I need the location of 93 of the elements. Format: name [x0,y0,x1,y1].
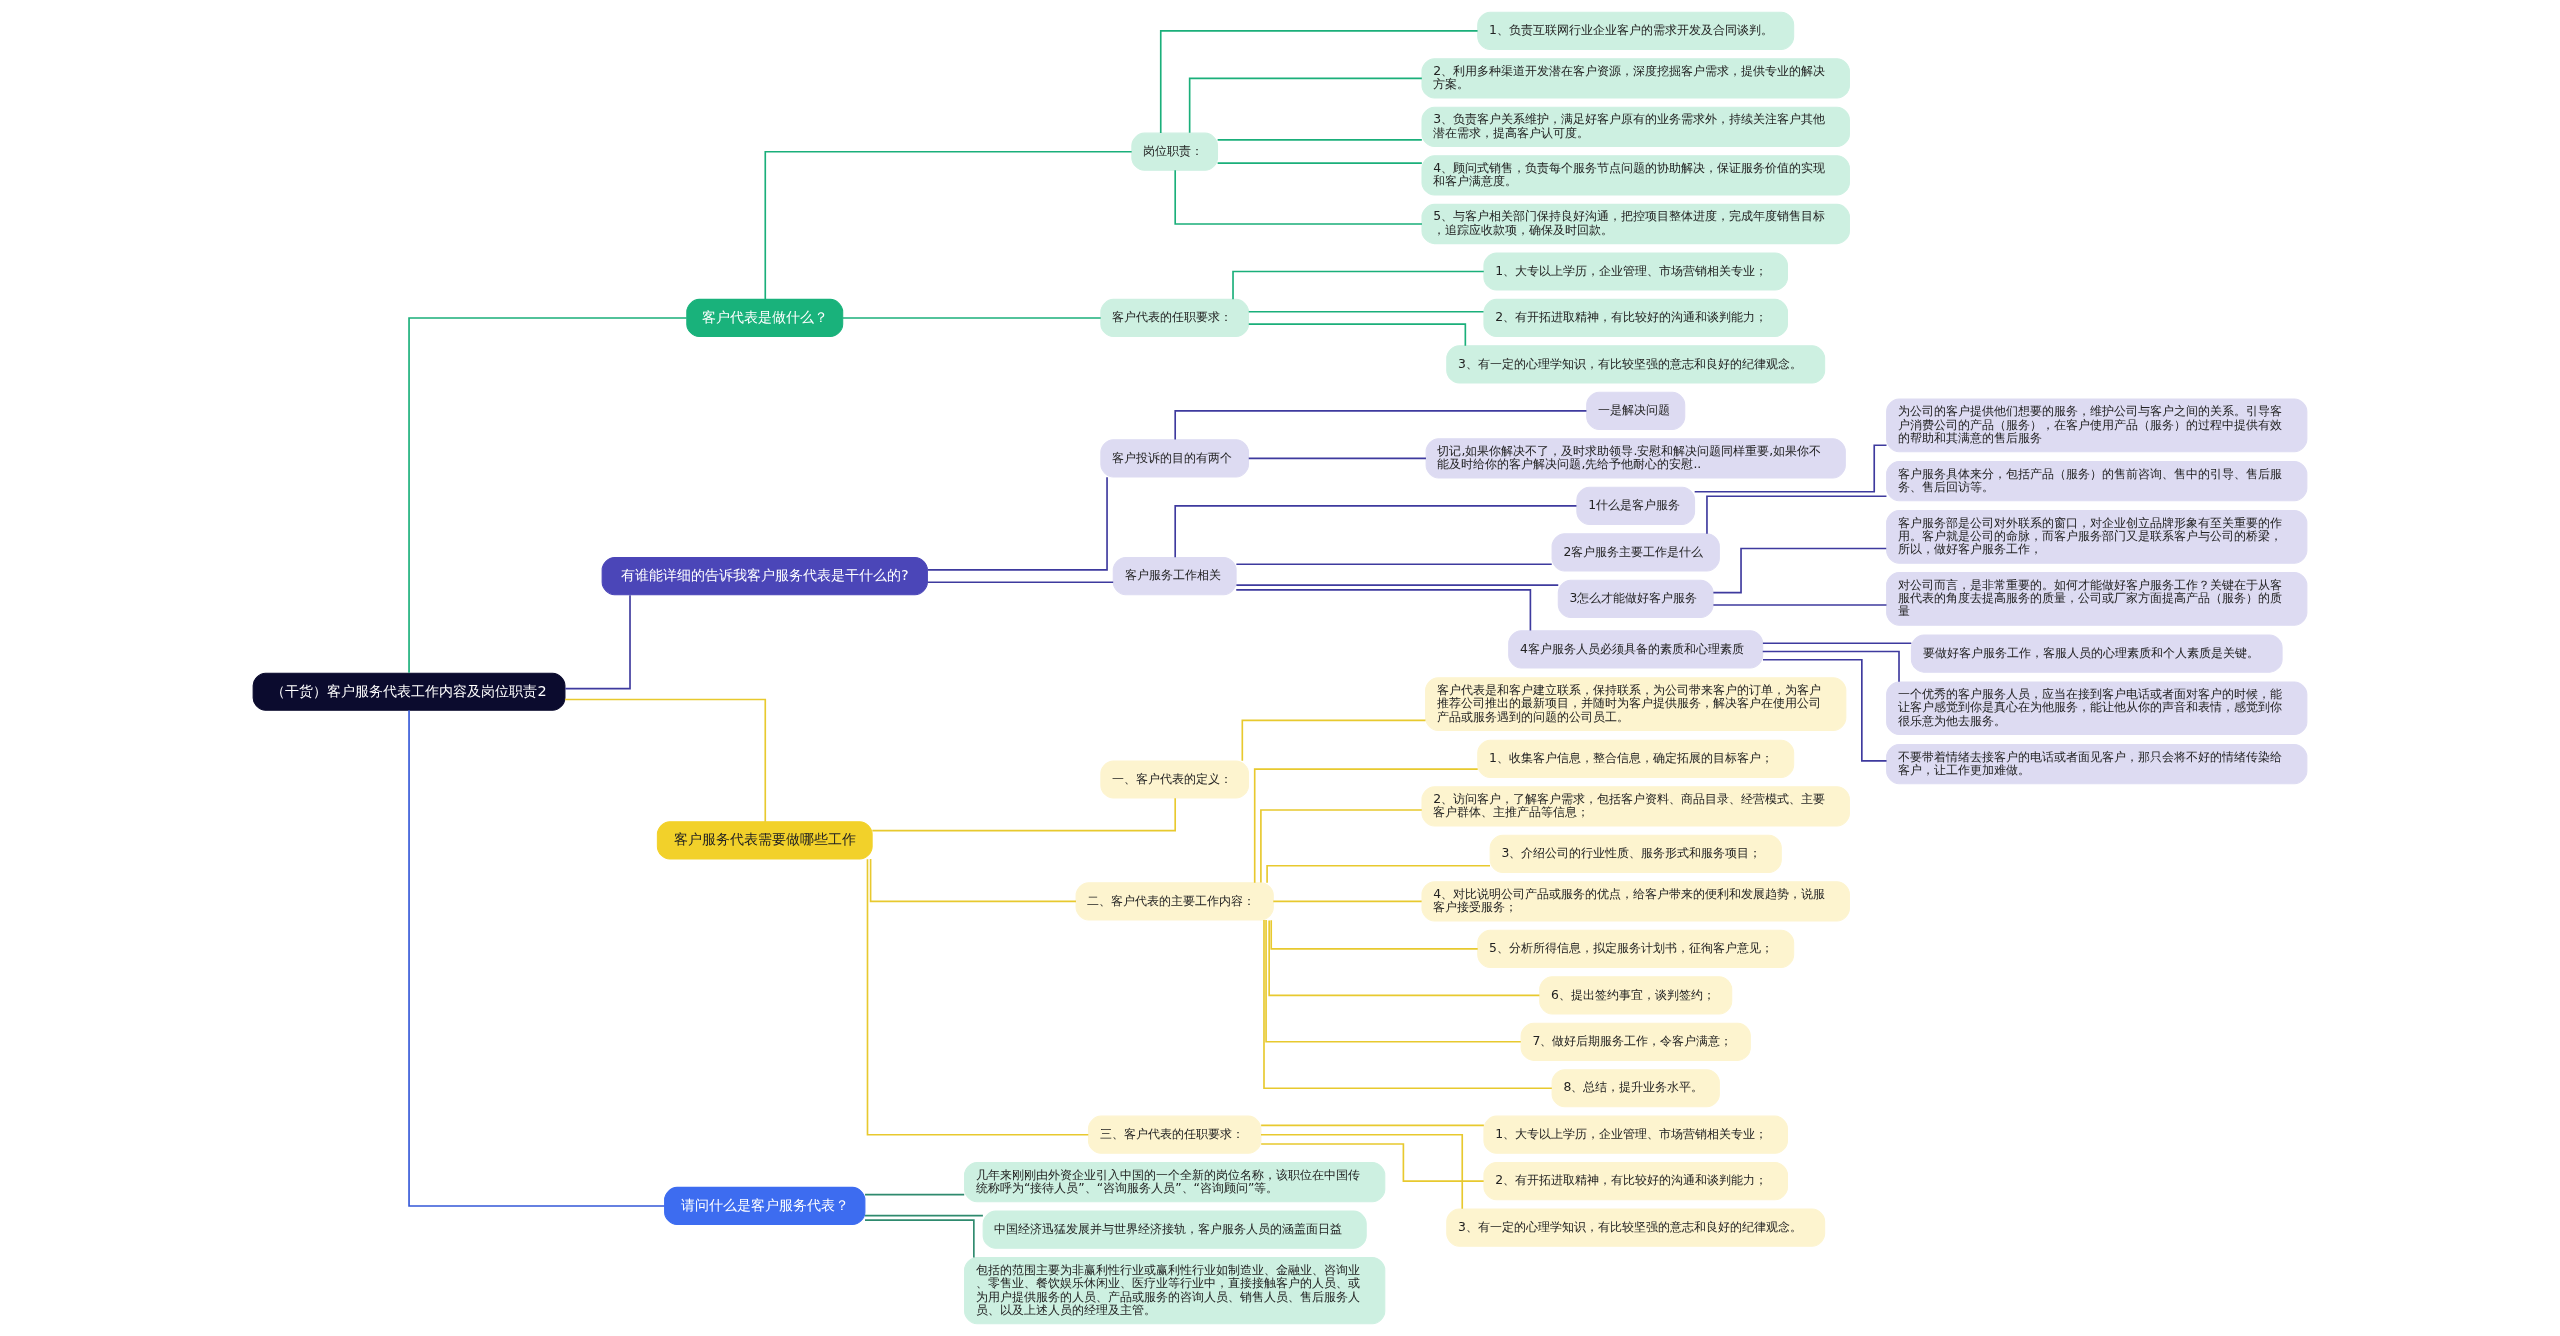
connector [1232,270,1485,301]
connector [1247,323,1467,347]
connector [1216,139,1423,141]
connector [1266,864,1491,884]
connector [1235,563,1553,566]
node-box: 3、有一定的心理学知识，有比较坚强的意志和良好的纪律观念。 [1446,345,1826,384]
connector [864,1193,966,1196]
connector [1260,1143,1485,1182]
connector [1174,505,1578,559]
node-box: 客户代表的任职要求： [1100,298,1250,338]
connector [1272,900,1423,903]
connector [1247,457,1427,460]
node-box: 客户投诉的目的有两个 [1100,439,1250,478]
node-box: 3、有一定的心理学知识，有比较坚强的意志和良好的纪律观念。 [1446,1208,1826,1247]
node-box: 对公司而言，是非常重要的。如何才能做好客户服务工作？关键在于从客服代表的角度去提高服务的质量，公司或厂家方面提高产品（服务）的质量 [1886,571,2308,626]
node-box: 请问什么是客户服务代表？ [664,1186,866,1226]
node-box: 客户服务代表需要做哪些工作 [656,821,873,860]
connector [1268,919,1541,997]
connector [764,150,1133,301]
connector [926,581,1114,584]
node-box: 岗位职责： [1131,132,1219,171]
connector [1174,169,1423,225]
connector [408,709,666,1207]
node-box: 2、访问客户，了解客户需求，包括客户资料、商品目录、经营模式、主要客户群体、主推产品等信息； [1421,786,1850,827]
connector [842,317,1102,319]
node-box: 3怎么才能做好客户服务 [1557,579,1714,618]
node-box: 8、总结，提升业务水平。 [1551,1069,1720,1108]
connector [564,698,767,823]
node-box: 6、提出签约事宜，谈判签约； [1539,976,1733,1015]
node-box: 2、有开拓进取精神，有比较好的沟通和谈判能力； [1483,1162,1788,1201]
node-box: 一个优秀的客户服务人员，应当在接到客户电话或者面对客户的时候，能让客户感觉到你是真心在为他服务，能让他从你的声音和表情，感觉到你很乐意为他去服务。 [1886,681,2308,736]
node-box: 三、客户代表的任职要求： [1087,1115,1262,1154]
node-box: 2、有开拓进取精神，有比较好的沟通和谈判能力； [1483,298,1788,338]
connector [1241,719,1427,762]
node-box: 客户服务工作相关 [1112,557,1237,596]
connector [1263,919,1553,1090]
node-box: 不要带着情绪去接客户的电话或者面见客户，那只会将不好的情绪传染给客户，让工作更加难做。 [1886,743,2308,785]
connector [1260,1133,1464,1210]
node-box: 客户代表是做什么？ [686,298,844,338]
node-box: 4、对比说明公司产品或服务的优点，给客户带来的便利和发展趋势，说服客户接受服务； [1421,881,1850,922]
connector [1712,547,1888,594]
connector [1216,162,1423,164]
connector [1253,768,1479,884]
node-box: 要做好客户服务工作，客服人员的心理素质和个人素质是关键。 [1910,634,2283,673]
connector [1260,1124,1485,1127]
connector [1693,444,1888,493]
connector [408,317,688,674]
node-box: 包括的范围主要为非赢利性行业或赢利性行业如制造业、金融业、咨询业、零售业、餐饮娱乐休闲业、医疗业等行业中，直接接触客户的人员、或为用户提供服务的人员、产品或服务的咨询人员、销售人员、售后服务人员、以及上述人员的经理及主管。 [964,1257,1386,1325]
node-box: 中国经济迅猛发展并与世界经济接轨，客户服务人员的涵盖面日益 [982,1210,1367,1249]
connector [1761,650,1900,683]
connector [1235,589,1532,632]
connector [871,797,1177,832]
connector [1159,30,1479,134]
node-box: 客户服务具体来分，包括产品（服务）的售前咨询、售中的引导、售后服务、售后回访等。 [1886,460,2308,502]
node-box: 2客户服务主要工作是什么 [1551,533,1720,572]
node-box: 4、顾问式销售，负责每个服务节点问题的协助解决，保证服务价值的实现和客户满意度。 [1421,155,1850,196]
connector [1247,310,1485,313]
node-box: 4客户服务人员必须具备的素质和心理素质 [1508,630,1764,669]
node-box: 3、介绍公司的行业性质、服务形式和服务项目； [1489,834,1782,873]
connector [927,476,1108,571]
node-box: 有谁能详细的告诉我客户服务代表是干什么的? [601,557,928,596]
connector [1265,919,1522,1043]
connector [1235,584,1560,586]
node-box: 客户代表是和客户建立联系，保持联系，为公司带来客户的订单，为客户推荐公司推出的最新项目，并随时为客户提供服务，解决客户在使用公司产品或服务遇到的问题的公司员工。 [1425,677,1847,731]
node-box: 二、客户代表的主要工作内容： [1075,882,1274,921]
node-box: 1、收集客户信息，整合信息，确定拓展的目标客户； [1477,739,1795,778]
node-box: 5、与客户相关部门保持良好沟通，把控项目整体进度，完成年度销售目标，追踪应收款项，确保及时回款。 [1421,203,1850,245]
node-box: （干货）客户服务代表工作内容及岗位职责2 [252,672,566,711]
node-box: 1什么是客户服务 [1576,486,1696,525]
connector [869,858,1077,903]
node-box: 一是解决问题 [1586,391,1686,430]
node-box: 切记,如果你解决不了，及时求助领导.安慰和解决问题同样重要,如果你不能及时给你的客户解决问题,先给予他耐心的安慰.. [1425,438,1846,479]
node-box: 5、分析所得信息，拟定服务计划书，征徇客户意见； [1477,929,1795,968]
node-box: 2、利用多种渠道开发潜在客户资源，深度挖掘客户需求，提供专业的解决方案。 [1421,58,1850,99]
node-box: 3、负责客户关系维护，满足好客户原有的业务需求外，持续关注客户其他潜在需求，提高客户认可度。 [1421,106,1850,148]
connector [1188,77,1423,134]
node-box: 几年来刚刚由外资企业引入中国的一个全新的岗位名称，该职位在中国传统称呼为“接待人员”、“咨询服务人员”、“咨询顾问”等。 [964,1162,1386,1203]
connector [1762,642,1913,645]
node-box: 一、客户代表的定义： [1100,760,1250,799]
connector [864,1214,984,1217]
node-box: 1、大专以上学历，企业管理、市场营销相关专业； [1483,1115,1788,1154]
node-box: 1、负责互联网行业企业客户的需求开发及合同谈判。 [1477,11,1795,50]
connector [564,594,631,690]
connector [1706,495,1888,535]
connector [866,858,1090,1136]
node-box: 客户服务部是公司对外联系的窗口，对企业创立品牌形象有至关重要的作用。客户就是公司的命脉，而客户服务部门又是联系客户与公司的桥梁，所以，做好客户服务工作， [1886,510,2308,564]
node-box: 为公司的客户提供他们想要的服务，维护公司与客户之间的关系。引导客户消费公司的产品（服务），在客户使用产品（服务）的过程中提供有效的帮助和其满意的售后服务 [1886,398,2308,453]
connector [1270,919,1479,950]
connector [1260,809,1423,884]
node-box: 1、大专以上学历，企业管理、市场营销相关专业； [1483,252,1788,291]
connector [1712,604,1888,606]
node-box: 7、做好后期服务工作，令客户满意； [1520,1022,1751,1061]
connector [864,1219,975,1259]
